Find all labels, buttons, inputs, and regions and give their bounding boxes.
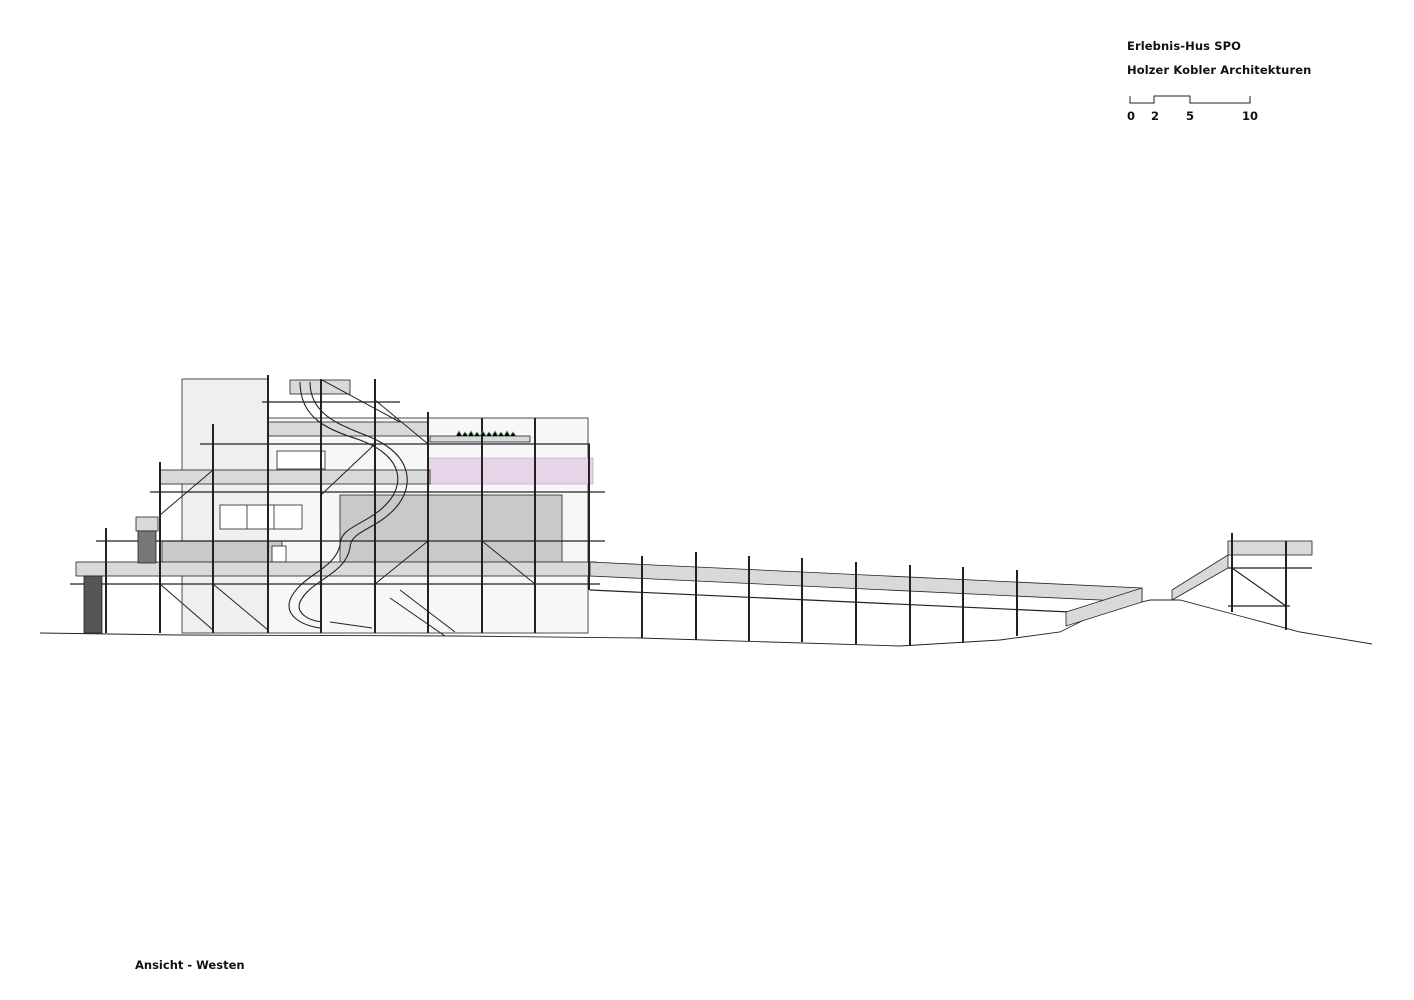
stairs-bracing: [159, 379, 536, 637]
scale-label-2: 2: [1151, 109, 1160, 123]
scale-label-10: 10: [1242, 109, 1259, 123]
scale-bar: 0 2 5 10: [1124, 92, 1264, 126]
building-columns: [105, 375, 590, 633]
ground-line: [39, 599, 1373, 647]
building-decks: [75, 379, 597, 577]
architect-name: Holzer Kobler Architekturen: [1127, 63, 1312, 77]
scale-label-5: 5: [1186, 109, 1195, 123]
left-stair: [83, 530, 157, 634]
scale-label-0: 0: [1127, 109, 1136, 123]
title-block: Erlebnis-Hus SPO Holzer Kobler Architekt…: [1127, 34, 1311, 82]
roof-vegetation: [455, 430, 517, 437]
walkway-bridge: [589, 552, 1143, 646]
drawing-caption: Ansicht - Westen: [135, 958, 245, 972]
spiral-slide: [288, 381, 408, 629]
project-title: Erlebnis-Hus SPO: [1127, 39, 1241, 53]
highlight-panel: [427, 457, 594, 485]
scale-bar-graphic: [1129, 95, 1251, 104]
observation-tower: [1171, 533, 1313, 630]
